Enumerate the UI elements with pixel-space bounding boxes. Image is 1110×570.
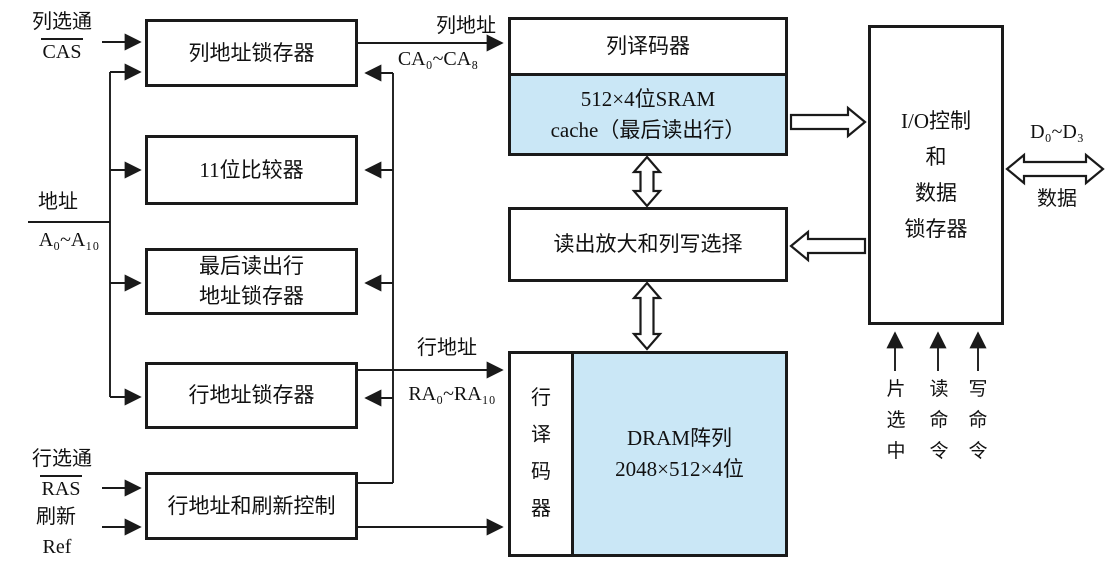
feedback-bus	[358, 64, 394, 484]
sense-amp-label: 读出放大和列写选择	[553, 232, 743, 257]
read-command-label: 读命令	[929, 379, 949, 463]
sram-cache-line2: cache（最后读出行）	[550, 117, 746, 142]
column-address-latch-box: 列地址锁存器	[145, 19, 358, 87]
io-box-line4: 锁存器	[904, 217, 968, 242]
dram-array-section: DRAM阵列 2048×512×4位	[574, 354, 785, 554]
io-box-line1: I/O控制	[901, 108, 971, 133]
row-address-latch-label: 行地址锁存器	[188, 383, 315, 408]
cas-signal-name: CAS	[40, 38, 84, 64]
address-bus	[28, 63, 142, 406]
ras-strobe-label: 行选通	[32, 448, 92, 470]
data-bus-bidirectional-arrow	[1005, 152, 1105, 186]
address-label: 地址	[38, 191, 78, 213]
dram-array-line2: 2048×512×4位	[615, 457, 744, 481]
sense-amp-column-write-select-box: 读出放大和列写选择	[508, 207, 788, 282]
row-decoder-label: 行译码器	[531, 387, 551, 520]
column-address-range-label: CA₀~CA₈	[397, 48, 479, 70]
address-range-label: A₀~A₁₀	[38, 229, 100, 251]
refresh-label: 刷新	[36, 506, 76, 528]
sram-to-io-arrow	[789, 105, 867, 139]
column-address-label: 列地址	[436, 15, 496, 37]
row-address-refresh-control-label: 行地址和刷新控制	[167, 493, 336, 518]
cas-label-group: CAS	[32, 38, 92, 64]
dram-array-box: 行译码器 DRAM阵列 2048×512×4位	[508, 351, 788, 557]
data-label: 数据	[1037, 188, 1077, 210]
senseamp-dram-bidirectional-arrow	[631, 281, 663, 351]
refresh-signal-name: Ref	[42, 536, 72, 558]
sram-cache-line1: 512×4位SRAM	[580, 87, 716, 112]
sram-senseamp-bidirectional-arrow	[631, 155, 663, 208]
row-address-label: 行地址	[417, 337, 477, 359]
io-box-line3: 数据	[915, 181, 957, 205]
comparator-label: 11位比较器	[199, 157, 304, 182]
io-box-line2: 和	[925, 144, 947, 169]
last-read-row-latch-line1: 最后读出行	[199, 254, 304, 279]
sram-cache-section: 512×4位SRAM cache（最后读出行）	[511, 73, 785, 153]
last-read-row-latch-line2: 地址锁存器	[199, 283, 304, 308]
column-address-latch-label: 列地址锁存器	[188, 40, 315, 65]
dram-array-line1: DRAM阵列	[626, 425, 732, 450]
column-decoder-label: 列译码器	[606, 34, 690, 59]
row-address-refresh-control-box: 行地址和刷新控制	[145, 472, 358, 540]
last-read-row-latch-box: 最后读出行 地址锁存器	[145, 248, 358, 315]
row-address-latch-box: 行地址锁存器	[145, 362, 358, 429]
column-decoder-sram-box: 列译码器 512×4位SRAM cache（最后读出行）	[508, 17, 788, 156]
io-to-senseamp-arrow	[789, 229, 867, 263]
ras-signal-name: RAS	[39, 475, 83, 501]
data-range-label: D₀~D₃	[1030, 121, 1084, 143]
row-address-range-label: RA₀~RA₁₀	[408, 383, 496, 405]
chip-select-label: 片选中	[886, 379, 906, 463]
io-control-data-latch-box: I/O控制 和 数据 锁存器	[868, 25, 1004, 325]
comparator-box: 11位比较器	[145, 135, 358, 205]
row-decoder-strip: 行译码器	[511, 354, 574, 554]
ras-label-group: RAS	[28, 475, 94, 501]
cas-strobe-label: 列选通	[32, 11, 92, 33]
write-command-label: 写命令	[968, 379, 988, 463]
column-decoder-section: 列译码器	[511, 20, 785, 73]
